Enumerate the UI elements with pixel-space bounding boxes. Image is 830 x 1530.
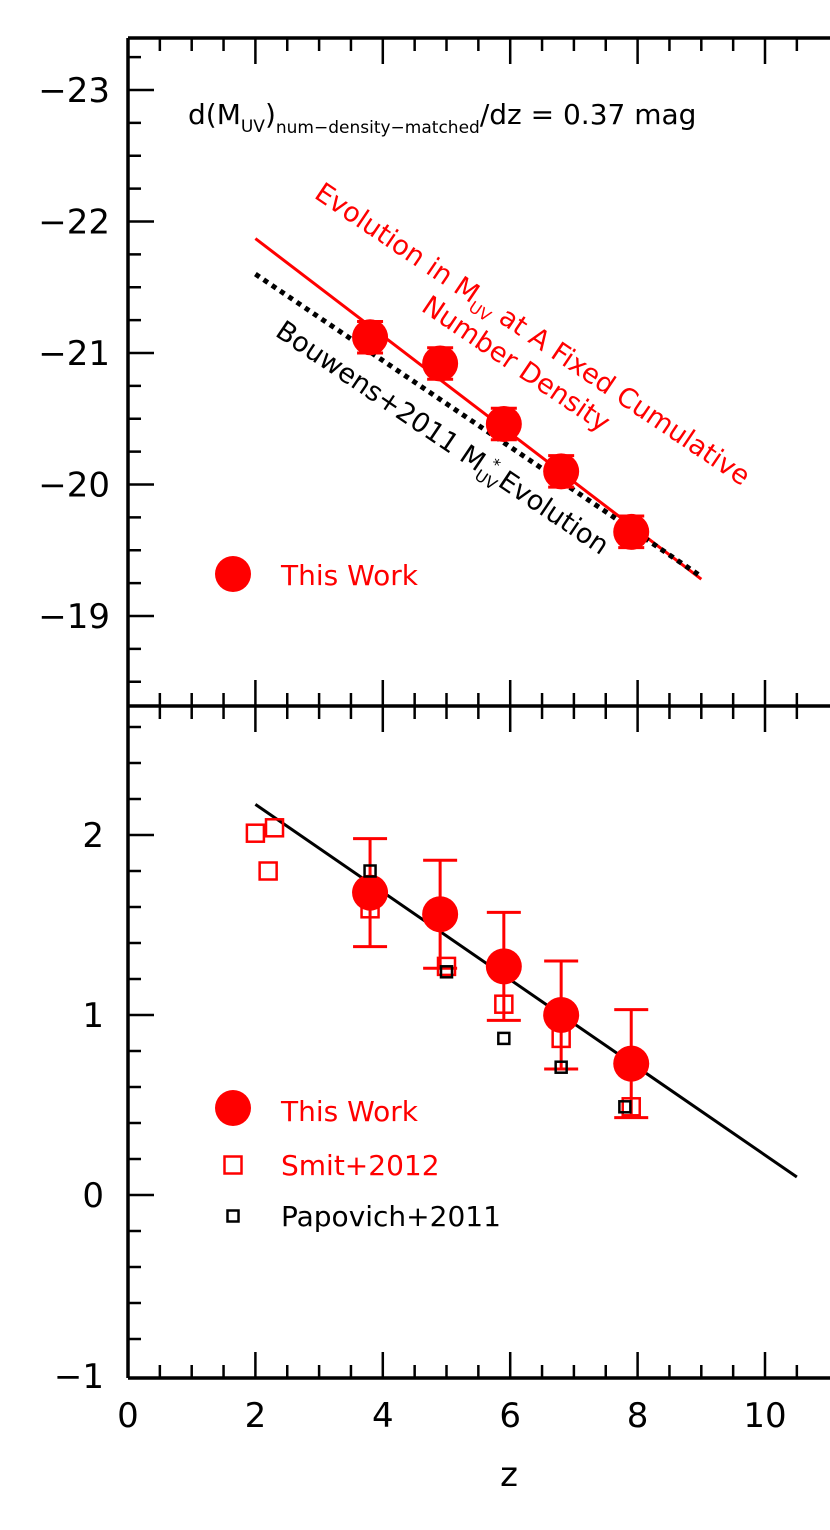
- top-y-tick-label: −21: [38, 334, 110, 374]
- papovich-2011-point: [497, 1031, 511, 1046]
- papovich-2011-point: [363, 864, 377, 878]
- bottom-data-point: [352, 874, 389, 911]
- top-y-tick-label: −22: [38, 203, 110, 243]
- top-y-tick-label: −23: [38, 71, 110, 111]
- bottom-legend-marker-smit: [223, 1155, 243, 1175]
- smit-2012-point: [264, 818, 285, 838]
- bottom-y-tick-label: 2: [82, 816, 104, 856]
- fit-line: [254, 803, 798, 1179]
- smit-2012-point: [494, 994, 514, 1014]
- top-data-point: [485, 406, 522, 443]
- smit-2012-point: [551, 1028, 571, 1049]
- bottom-y-tick-label: 0: [82, 1176, 104, 1216]
- papovich-2011-point: [618, 1100, 632, 1114]
- top-panel: −23 −22 −21 −20 −19 d(MUV)num−density−matched…: [38, 38, 799, 706]
- x-tick-label: 0: [117, 1396, 139, 1436]
- top-legend-marker: [215, 556, 251, 592]
- papovich-2011-point: [554, 1060, 568, 1074]
- header-formula: d(MUV)num−density−matched/dz = 0.37 mag: [188, 98, 696, 138]
- papovich-2011-point: [439, 965, 454, 979]
- top-data-point: [352, 319, 389, 356]
- bottom-data-point: [543, 997, 580, 1033]
- x-tick-label: 10: [743, 1396, 786, 1436]
- top-y-tick-label: −20: [38, 466, 110, 506]
- bottom-panel: −1 0 1 2 0 2 4 6 8 10 z This WorkSmit+2012Papovich+…: [54, 706, 799, 1495]
- bottom-legend-marker-papovich: [226, 1209, 240, 1223]
- x-tick-label: 2: [245, 1396, 267, 1436]
- top-legend-label: This Work: [280, 559, 419, 592]
- bottom-legend-label-papovich: Papovich+2011: [281, 1200, 501, 1233]
- top-data-point: [543, 453, 580, 490]
- bottom-y-tick-label: 1: [82, 996, 104, 1036]
- x-tick-label: 4: [372, 1396, 394, 1436]
- smit-2012-point: [258, 861, 278, 881]
- bottom-legend-label-this-work: This Work: [280, 1095, 419, 1128]
- bottom-legend-label-smit: Smit+2012: [281, 1149, 440, 1182]
- smit-2012-point: [360, 899, 380, 919]
- x-axis-label: z: [500, 1455, 518, 1495]
- top-data-point: [613, 513, 650, 550]
- top-y-tick-label: −19: [38, 597, 110, 637]
- x-tick-label: 8: [627, 1396, 649, 1436]
- top-data-point: [422, 345, 459, 382]
- bottom-data-point: [485, 948, 522, 985]
- smit-2012-point: [621, 1097, 641, 1117]
- bottom-data-point: [422, 896, 459, 933]
- x-tick-label: 6: [499, 1396, 521, 1436]
- bottom-data-point: [613, 1045, 650, 1082]
- smit-2012-point: [436, 956, 457, 977]
- bottom-y-tick-label: −1: [54, 1357, 104, 1397]
- bottom-legend-marker-this-work: [215, 1090, 251, 1126]
- smit-2012-point: [245, 823, 266, 843]
- plot-frame: [126, 36, 830, 1380]
